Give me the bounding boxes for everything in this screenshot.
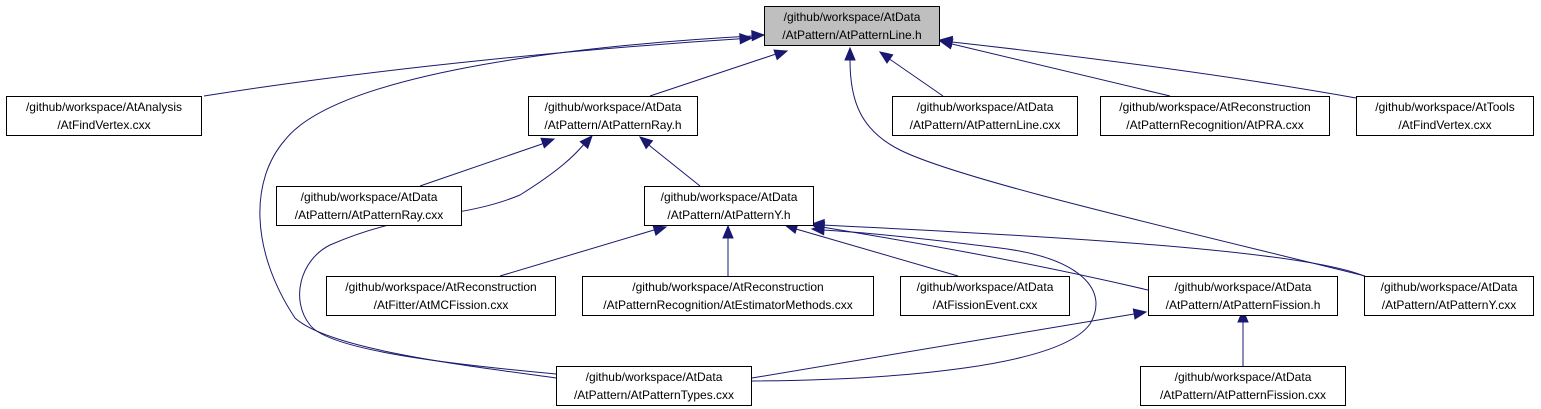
edge-n2-n0 xyxy=(649,49,789,97)
edge-n13-n7 xyxy=(751,224,1097,382)
edge-n13-n2 xyxy=(299,135,593,375)
node-path-line: /github/workspace/AtReconstruction xyxy=(632,280,824,294)
edge-n6-n2 xyxy=(419,137,556,187)
arrowhead xyxy=(844,46,856,61)
edge-line xyxy=(821,224,1365,277)
file-node[interactable]: /github/workspace/AtReconstruction/AtPat… xyxy=(1100,96,1330,136)
node-file-line: /AtFissionEvent.cxx xyxy=(932,298,1038,312)
edge-line xyxy=(951,41,1357,99)
node-path-line: /github/workspace/AtData xyxy=(544,100,682,114)
edge-line xyxy=(259,35,753,379)
edge-line xyxy=(419,143,543,187)
file-node[interactable]: /github/workspace/AtData/AtPattern/AtPat… xyxy=(556,366,752,406)
node-file-line: /AtPattern/AtPatternRay.cxx xyxy=(294,208,444,222)
file-node[interactable]: /github/workspace/AtData/AtPattern/AtPat… xyxy=(1140,366,1346,406)
edge-line-end xyxy=(887,57,891,60)
arrowhead xyxy=(1132,308,1148,320)
node-path-line: /github/workspace/AtTools xyxy=(1375,100,1515,114)
node-path-line: /github/workspace/AtData xyxy=(1174,370,1312,384)
edge-line xyxy=(299,142,586,375)
node-file-line: /AtFindVertex.cxx xyxy=(1398,118,1492,132)
node-file-line: /AtPattern/AtPatternY.cxx xyxy=(1381,298,1517,312)
file-node[interactable]: /github/workspace/AtData/AtPattern/AtPat… xyxy=(1364,276,1534,316)
arrowhead xyxy=(540,137,556,149)
arrowhead xyxy=(751,29,766,42)
edge-n5-n0 xyxy=(938,35,1357,99)
edge-n10-n7 xyxy=(783,223,959,277)
edge-n13-n11 xyxy=(751,308,1148,379)
current-file-node: /github/workspace/AtData/AtPattern/AtPat… xyxy=(764,6,940,46)
file-node[interactable]: /github/workspace/AtData/AtPattern/AtPat… xyxy=(644,186,814,226)
node-path-line: /github/workspace/AtAnalysis xyxy=(25,100,183,114)
edge-n12-n0 xyxy=(844,46,1366,277)
arrowhead xyxy=(1237,308,1249,323)
file-node[interactable]: /github/workspace/AtData/AtPattern/AtPat… xyxy=(276,186,462,226)
edge-line xyxy=(751,229,1097,382)
node-file-line: /AtFitter/AtMCFission.cxx xyxy=(373,298,509,312)
node-file-line: /AtPattern/AtPatternY.h xyxy=(667,208,791,222)
file-node[interactable]: /github/workspace/AtData/AtPattern/AtPat… xyxy=(1148,276,1338,316)
file-node[interactable]: /github/workspace/AtReconstruction/AtPat… xyxy=(582,276,874,316)
file-node[interactable]: /github/workspace/AtData/AtPattern/AtPat… xyxy=(528,96,698,136)
arrowhead xyxy=(878,51,894,64)
edge-line-end xyxy=(648,144,651,147)
edge-line-end xyxy=(739,37,753,40)
node-path-line: /github/workspace/AtData xyxy=(916,280,1054,294)
node-file-line: /AtPattern/AtPatternLine.h xyxy=(782,28,922,42)
edge-line xyxy=(649,145,701,187)
arrowhead xyxy=(652,225,668,237)
node-file-line: /AtPatternRecognition/AtPRA.cxx xyxy=(1126,118,1304,132)
node-path-line: /github/workspace/AtReconstruction xyxy=(345,280,537,294)
node-path-line: /github/workspace/AtData xyxy=(916,100,1054,114)
edge-n9-n7 xyxy=(722,224,734,276)
node-path-line: /github/workspace/AtData xyxy=(1380,280,1518,294)
node-file-line: /AtPattern/AtPatternLine.cxx xyxy=(909,118,1061,132)
edge-line xyxy=(887,57,944,97)
edge-line xyxy=(499,229,655,277)
node-file-line: /AtPattern/AtPatternRay.h xyxy=(544,118,682,132)
file-node[interactable]: /github/workspace/AtReconstruction/AtFit… xyxy=(326,276,556,316)
edge-line-end xyxy=(541,142,544,145)
edge-n8-n7 xyxy=(499,225,668,277)
edge-line xyxy=(649,53,777,97)
file-node[interactable]: /github/workspace/AtTools/AtFindVertex.c… xyxy=(1356,96,1534,136)
edge-line xyxy=(795,228,959,277)
node-path-line: /github/workspace/AtReconstruction xyxy=(1119,100,1311,114)
edge-n3-n0 xyxy=(878,51,944,97)
file-node[interactable]: /github/workspace/AtData/AtFissionEvent.… xyxy=(900,276,1070,316)
node-path-line: /github/workspace/AtData xyxy=(1174,280,1312,294)
file-node[interactable]: /github/workspace/AtData/AtPattern/AtPat… xyxy=(892,96,1078,136)
node-file-line: /AtFindVertex.cxx xyxy=(57,118,151,132)
edge-line xyxy=(951,43,1171,97)
edge-n12-n7 xyxy=(810,218,1365,277)
node-path-line: /github/workspace/AtData xyxy=(660,190,798,204)
node-path-line: /github/workspace/AtData xyxy=(783,10,921,24)
edge-line-end xyxy=(795,228,797,230)
node-file-line: /AtPatternRecognition/AtEstimatorMethods… xyxy=(603,298,853,312)
edge-line xyxy=(203,37,753,97)
node-file-line: /AtPattern/AtPatternFission.cxx xyxy=(1159,388,1327,402)
node-path-line: /github/workspace/AtData xyxy=(300,190,438,204)
edge-line xyxy=(849,59,1366,277)
edge-n1-n0 xyxy=(203,33,754,97)
edge-line-end xyxy=(583,142,586,146)
edge-n4-n0 xyxy=(938,38,1171,97)
edge-n14-n11 xyxy=(1237,308,1249,366)
edge-n13-n0 xyxy=(259,29,766,379)
edge-n7-n2 xyxy=(638,136,701,187)
node-path-line: /github/workspace/AtData xyxy=(585,370,723,384)
file-node[interactable]: /github/workspace/AtAnalysis/AtFindVerte… xyxy=(6,96,202,136)
edge-line xyxy=(751,313,1135,379)
node-file-line: /AtPattern/AtPatternFission.h xyxy=(1165,298,1321,312)
node-file-line: /AtPattern/AtPatternTypes.cxx xyxy=(573,388,735,402)
